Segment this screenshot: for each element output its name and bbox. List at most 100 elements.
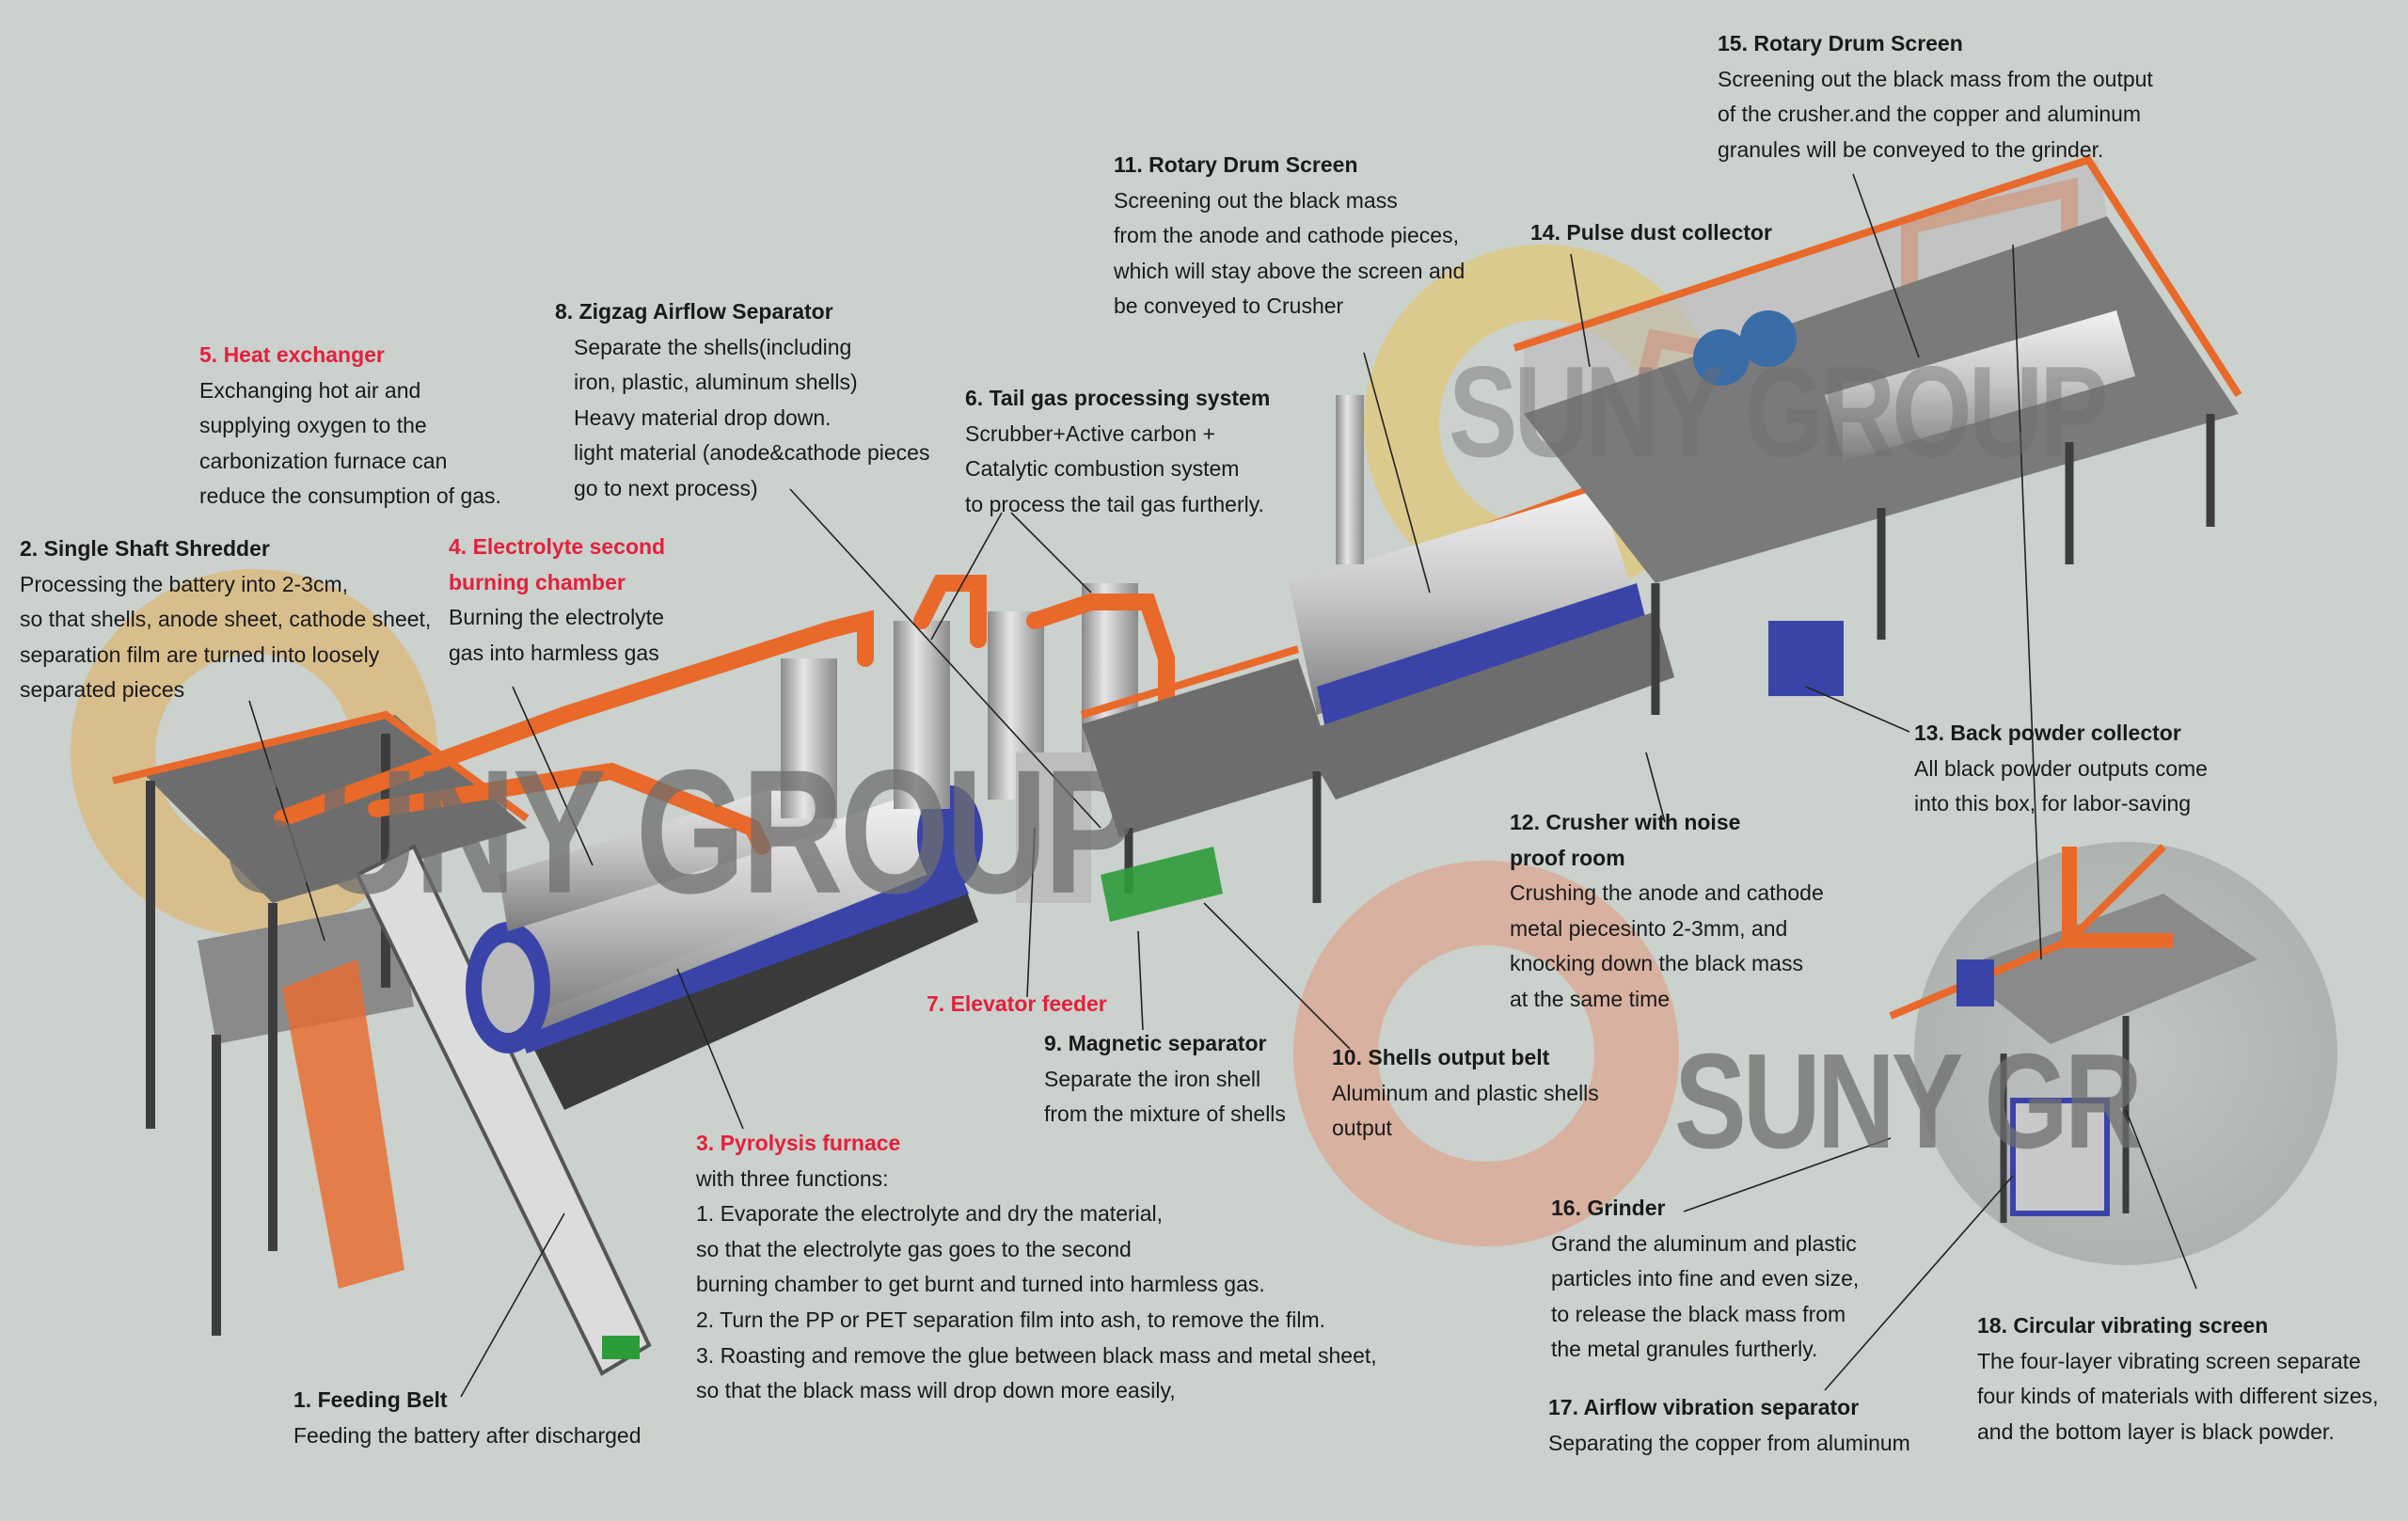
- label-line: and the bottom layer is black powder.: [1977, 1418, 2335, 1444]
- label-line: Aluminum and plastic shells: [1332, 1080, 1599, 1105]
- grinder-inset: [1889, 842, 2337, 1265]
- label-line: Screening out the black mass: [1114, 187, 1398, 213]
- label-feeding-belt: 1. Feeding Belt Feeding the battery afte…: [293, 1383, 642, 1453]
- pyrolysis-furnace: [466, 785, 983, 1110]
- label-line: carbonization furnace can: [199, 448, 448, 473]
- label-title: 7. Elevator feeder: [927, 991, 1107, 1016]
- label-line: at the same time: [1510, 986, 1671, 1011]
- label-line: supplying oxygen to the: [199, 413, 427, 438]
- label-title: 16. Grinder: [1551, 1196, 1666, 1220]
- label-line: into this box, for labor-saving: [1914, 791, 2192, 816]
- label-title: 12. Crusher with noise: [1510, 810, 1741, 834]
- label-line: Heavy material drop down.: [574, 404, 832, 430]
- label-line: Catalytic combustion system: [965, 456, 1240, 482]
- rotary-drum-screen: [1289, 395, 1674, 800]
- label-zigzag-separator: 8. Zigzag Airflow Separator Separate the…: [555, 294, 929, 507]
- label-title: proof room: [1510, 845, 1625, 870]
- label-tail-gas-system: 6. Tail gas processing system Scrubber+A…: [965, 381, 1270, 522]
- label-line: four kinds of materials with different s…: [1977, 1384, 2379, 1409]
- label-line: All black powder outputs come: [1914, 755, 2208, 781]
- label-line: Scrubber+Active carbon +: [965, 420, 1215, 446]
- label-title: 11. Rotary Drum Screen: [1114, 152, 1358, 177]
- label-line: Crushing the anode and cathode: [1510, 880, 1824, 906]
- label-elevator-feeder: 7. Elevator feeder: [927, 987, 1107, 1022]
- label-title: burning chamber: [449, 569, 626, 594]
- label-line: the metal granules furtherly.: [1551, 1337, 1818, 1362]
- label-rotary-drum-screen-15: 15. Rotary Drum Screen Screening out the…: [1718, 26, 2153, 167]
- label-line: gas into harmless gas: [449, 640, 659, 665]
- label-rotary-drum-screen-11: 11. Rotary Drum Screen Screening out the…: [1114, 148, 1465, 325]
- label-line: from the mixture of shells: [1044, 1101, 1286, 1127]
- label-line: separated pieces: [20, 677, 185, 703]
- label-heat-exchanger: 5. Heat exchanger Exchanging hot air and…: [199, 338, 501, 515]
- label-line: particles into fine and even size,: [1551, 1266, 1860, 1291]
- middle-platform: [1016, 645, 1336, 922]
- label-magnetic-separator: 9. Magnetic separator Separate the iron …: [1044, 1026, 1286, 1133]
- label-title: 13. Back powder collector: [1914, 721, 2181, 745]
- watermark-left: SUNY GROUP: [226, 732, 1138, 930]
- label-circular-vibrating-screen: 18. Circular vibrating screen The four-l…: [1977, 1308, 2379, 1450]
- label-line: Screening out the black mass from the ou…: [1718, 66, 2153, 91]
- label-title: 9. Magnetic separator: [1044, 1031, 1267, 1055]
- leader-lines: [248, 173, 2197, 1398]
- tail-gas-tanks: [781, 583, 1138, 818]
- label-title: 4. Electrolyte second: [449, 534, 666, 559]
- label-title: 18. Circular vibrating screen: [1977, 1313, 2269, 1338]
- label-grinder: 16. Grinder Grand the aluminum and plast…: [1551, 1191, 1859, 1368]
- label-back-powder-collector: 13. Back powder collector All black powd…: [1914, 716, 2208, 822]
- label-single-shaft-shredder: 2. Single Shaft Shredder Processing the …: [20, 531, 431, 708]
- label-line: 2. Turn the PP or PET separation film in…: [696, 1307, 1326, 1332]
- label-line: so that the electrolyte gas goes to the …: [696, 1236, 1132, 1261]
- label-line: separation film are turned into loosely: [20, 642, 380, 667]
- label-title: 14. Pulse dust collector: [1530, 220, 1772, 245]
- label-electrolyte-burning-chamber: 4. Electrolyte second burning chamber Bu…: [449, 530, 665, 671]
- label-title: 5. Heat exchanger: [199, 342, 385, 367]
- label-title: 2. Single Shaft Shredder: [20, 536, 270, 561]
- shredder-platform: [112, 710, 530, 1336]
- label-line: burning chamber to get burnt and turned …: [696, 1272, 1265, 1297]
- watermark-top: SUNY GROUP: [1449, 340, 2109, 484]
- label-title: 3. Pyrolysis furnace: [696, 1131, 901, 1155]
- label-airflow-vibration-separator: 17. Airflow vibration separator Separati…: [1548, 1390, 1910, 1461]
- label-line: with three functions:: [696, 1165, 889, 1191]
- watermark-bottom: SUNY GR: [1674, 1026, 2143, 1178]
- belt-end: [602, 1336, 640, 1359]
- label-crusher: 12. Crusher with noise proof room Crushi…: [1510, 805, 1824, 1018]
- label-line: 3. Roasting and remove the glue between …: [696, 1342, 1377, 1368]
- label-line: of the crusher.and the copper and alumin…: [1718, 102, 2142, 127]
- label-line: Exchanging hot air and: [199, 377, 421, 403]
- label-line: The four-layer vibrating screen separate: [1977, 1348, 2361, 1373]
- label-line: from the anode and cathode pieces,: [1114, 223, 1459, 248]
- label-line: so that the black mass will drop down mo…: [696, 1378, 1176, 1403]
- label-title: 10. Shells output belt: [1332, 1045, 1550, 1069]
- upper-platform: [1513, 155, 2242, 715]
- label-line: light material (anode&cathode pieces: [574, 440, 930, 466]
- second-burning-chamber: [499, 771, 837, 931]
- label-line: reduce the consumption of gas.: [199, 483, 501, 509]
- label-line: to process the tail gas furtherly.: [965, 491, 1264, 516]
- label-shells-output-belt: 10. Shells output belt Aluminum and plas…: [1332, 1040, 1599, 1147]
- feeding-belt: [355, 844, 652, 1376]
- label-line: which will stay above the screen and: [1114, 258, 1465, 283]
- label-line: granules will be conveyed to the grinder…: [1718, 136, 2104, 162]
- label-line: iron, plastic, aluminum shells): [574, 370, 858, 395]
- label-line: Separate the iron shell: [1044, 1066, 1261, 1091]
- label-title: 1. Feeding Belt: [293, 1387, 448, 1412]
- label-line: 1. Evaporate the electrolyte and dry the…: [696, 1201, 1164, 1227]
- label-line: Separating the copper from aluminum: [1548, 1430, 1910, 1455]
- label-line: go to next process): [574, 475, 758, 500]
- label-line: to release the black mass from: [1551, 1301, 1846, 1326]
- label-pulse-dust-collector: 14. Pulse dust collector: [1530, 215, 1772, 251]
- label-line: Grand the aluminum and plastic: [1551, 1230, 1857, 1256]
- label-title: 8. Zigzag Airflow Separator: [555, 299, 833, 324]
- label-line: Feeding the battery after discharged: [293, 1422, 642, 1448]
- label-title: 6. Tail gas processing system: [965, 386, 1271, 410]
- label-title: 17. Airflow vibration separator: [1548, 1395, 1860, 1419]
- label-line: Separate the shells(including: [574, 334, 852, 359]
- label-line: Processing the battery into 2-3cm,: [20, 571, 348, 596]
- label-line: metal piecesinto 2-3mm, and: [1510, 915, 1788, 941]
- label-line: knocking down the black mass: [1510, 951, 1803, 976]
- label-line: Burning the electrolyte: [449, 605, 664, 630]
- label-line: be conveyed to Crusher: [1114, 293, 1344, 319]
